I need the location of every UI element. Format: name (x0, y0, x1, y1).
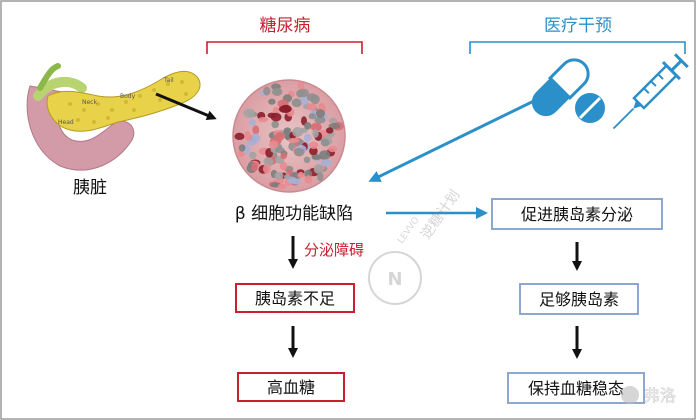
sufficient-insulin-text: 足够胰岛素 (539, 290, 619, 309)
cell-texture-dot (326, 127, 334, 134)
cell-texture-dot (328, 123, 341, 130)
pancreas-part-tail: Tail (163, 77, 174, 84)
pancreas-icon: Head Neck Body Tail (26, 63, 201, 171)
cell-texture-dot (300, 95, 309, 105)
cell-texture-dot (251, 162, 259, 172)
cell-texture-dot (280, 152, 288, 159)
insulin-insufficient-text: 胰岛素不足 (255, 289, 335, 308)
cell-texture-dot (277, 183, 287, 190)
pancreas-part-body: Body (120, 93, 136, 100)
cell-texture-dot (244, 130, 252, 141)
cell-texture-dot (320, 159, 333, 167)
cell-texture-dot (251, 133, 261, 144)
cell-texture-dot (278, 105, 291, 113)
cell-texture-dot (298, 88, 309, 98)
cell-texture-dot (263, 86, 271, 96)
cell-texture-dot (263, 157, 274, 167)
disease-title: 糖尿病 (260, 16, 311, 36)
cell-texture-dot (291, 98, 302, 108)
center-watermark: N 逆糖计划 LEVVO (368, 187, 463, 305)
cell-texture-dot (317, 172, 324, 182)
cell-texture-dot (314, 116, 326, 124)
cell-texture-dot (306, 103, 318, 111)
corner-watermark: 弗洛 (621, 386, 676, 405)
cell-texture-dot (248, 118, 256, 126)
hyperglycemia-text: 高血糖 (267, 378, 315, 397)
pancreas-part-neck: Neck (82, 99, 97, 106)
cell-texture-dot (283, 174, 291, 180)
corner-watermark-text: 弗洛 (644, 386, 676, 405)
cell-texture-dot (234, 132, 245, 140)
islet-cell-icon (232, 79, 346, 193)
tablet-icon (575, 93, 605, 123)
pancreas-part-head: Head (58, 119, 74, 126)
syringe-icon (612, 53, 689, 130)
cell-texture-dot (304, 122, 312, 130)
cell-texture-dot (283, 129, 290, 136)
cell-texture-dot (293, 147, 305, 157)
promote-secretion-box (491, 198, 663, 230)
cell-texture-dot (304, 175, 313, 184)
secretion-disorder-text: 分泌障碍 (304, 241, 364, 259)
cell-texture-dot (268, 98, 276, 105)
cell-texture-dot (328, 117, 338, 124)
pill-capsule-icon (531, 58, 590, 117)
cell-texture-dot (252, 125, 260, 135)
cell-texture-dot (297, 171, 305, 179)
glucose-homeostasis-text: 保持血糖稳态 (528, 379, 624, 398)
cell-texture-dot (271, 120, 280, 129)
sufficient-insulin-box (519, 283, 639, 315)
cell-texture-dot (279, 161, 288, 171)
cell-texture-dot (312, 128, 319, 138)
promote-secretion-text: 促进胰岛素分泌 (521, 205, 633, 224)
pancreas-label: 胰脏 (73, 178, 107, 198)
cell-texture-dot (297, 82, 305, 90)
cell-texture-dot (316, 109, 325, 118)
cell-texture-dot (275, 132, 285, 141)
center-watermark-text: 逆糖计划 (418, 187, 463, 242)
cell-texture-dot (303, 156, 311, 164)
cell-texture-dot (270, 112, 282, 122)
cell-texture-dot (286, 169, 293, 175)
cell-texture-dot (309, 146, 318, 156)
cell-texture-dot (320, 138, 330, 147)
cell-texture-dot (258, 116, 269, 123)
cell-texture-dot (249, 151, 257, 159)
beta-cell-defect-text: β 细胞功能缺陷 (235, 204, 353, 224)
cell-texture-dot (313, 164, 324, 174)
cell-texture-dot (292, 127, 304, 137)
arrow-pancreas-to-cell (155, 92, 217, 120)
cell-texture-dot (262, 164, 271, 174)
cell-texture-dot (309, 141, 319, 149)
cell-texture-dot (274, 172, 284, 180)
cell-texture-dot (310, 122, 322, 132)
cell-texture-dot (268, 140, 279, 149)
insulin-insufficient-box (235, 283, 355, 313)
glucose-homeostasis-box (507, 372, 645, 404)
arrow-intervention-to-cell (368, 96, 541, 182)
cell-texture-dot (319, 150, 331, 161)
intervention-bracket (469, 41, 686, 54)
cell-texture-dot (306, 93, 317, 102)
cell-texture-dot (328, 146, 338, 153)
cell-texture-dot (308, 113, 316, 120)
cell-texture-dot (303, 133, 312, 142)
center-watermark-en: LEVVO (396, 215, 421, 245)
cell-texture-dot (243, 108, 256, 119)
hyperglycemia-box (237, 372, 345, 402)
intervention-title: 医疗干预 (544, 16, 612, 36)
cell-texture-dot (272, 87, 283, 97)
disease-bracket (206, 41, 363, 54)
cell-texture-dot (288, 137, 299, 144)
svg-text:N: N (387, 269, 402, 290)
cell-texture-dot (238, 144, 246, 152)
